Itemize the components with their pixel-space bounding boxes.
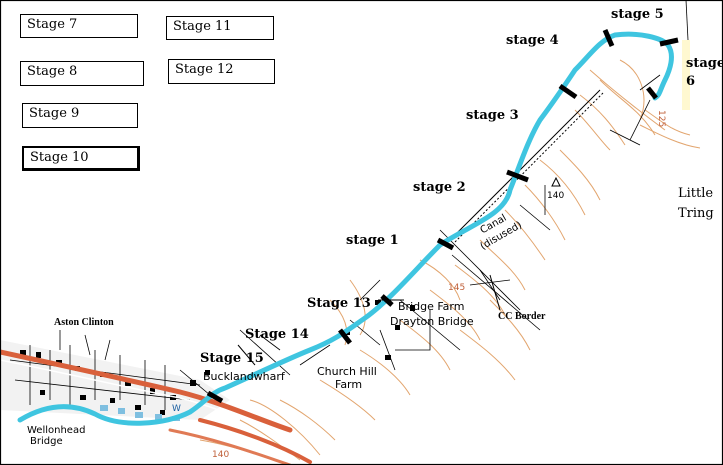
- height-125-label: 125: [656, 110, 666, 128]
- triangulation-point: [551, 176, 561, 187]
- legend-box-stage-7: Stage 7: [20, 14, 138, 38]
- stage-14-label: Stage 14: [245, 327, 309, 342]
- stage-5-label: stage 5: [611, 7, 664, 22]
- little-tring-label-1: Little: [678, 186, 714, 201]
- railway-line: [449, 89, 604, 243]
- church-hill-label: Church Hill: [317, 365, 377, 378]
- cc-border-label: CC Border: [498, 311, 546, 322]
- wellonhead-bridge-label: Bridge: [30, 436, 63, 447]
- canal-line: [17, 31, 674, 426]
- field-boundaries: [239, 74, 661, 376]
- bridge-farm-label: Bridge Farm: [398, 300, 465, 313]
- legend-box-stage-9: Stage 9: [22, 103, 138, 128]
- water-symbol-label: W: [172, 404, 181, 414]
- stage-15-label: Stage 15: [200, 351, 264, 366]
- stage-markers: [206, 28, 679, 404]
- stage-6-label: stage: [686, 56, 723, 71]
- height-145-label: 145: [448, 283, 466, 293]
- stage-13-label: Stage 13: [307, 296, 371, 311]
- main-road: [0, 349, 312, 465]
- bucklandwharf-label: Bucklandwharf: [203, 370, 285, 383]
- contour-lines: [199, 59, 701, 463]
- legend-box-stage-11: Stage 11: [166, 16, 274, 40]
- legend-box-stage-8: Stage 8: [20, 61, 144, 86]
- little-tring-label-2: Tring: [678, 206, 714, 221]
- legend-box-stage-12: Stage 12: [168, 59, 275, 84]
- height-140-south-label: 140: [212, 450, 230, 460]
- height-140-label: 140: [547, 191, 565, 201]
- stage-1-label: stage 1: [346, 233, 399, 248]
- legend-box-stage-10: Stage 10: [22, 146, 140, 171]
- stage-2-label: stage 2: [413, 180, 466, 195]
- aston-clinton-label: Aston Clinton: [54, 317, 114, 328]
- stage-4-label: stage 4: [506, 33, 559, 48]
- church-hill-farm-label: Farm: [335, 378, 363, 391]
- map-border-right: [682, 0, 690, 110]
- drayton-bridge-label: Drayton Bridge: [390, 315, 474, 328]
- wellonhead-label: Wellonhead: [27, 425, 86, 436]
- stage-6-number: 6: [686, 74, 696, 89]
- stage-3-label: stage 3: [466, 108, 519, 123]
- label-leaders: [237, 274, 501, 366]
